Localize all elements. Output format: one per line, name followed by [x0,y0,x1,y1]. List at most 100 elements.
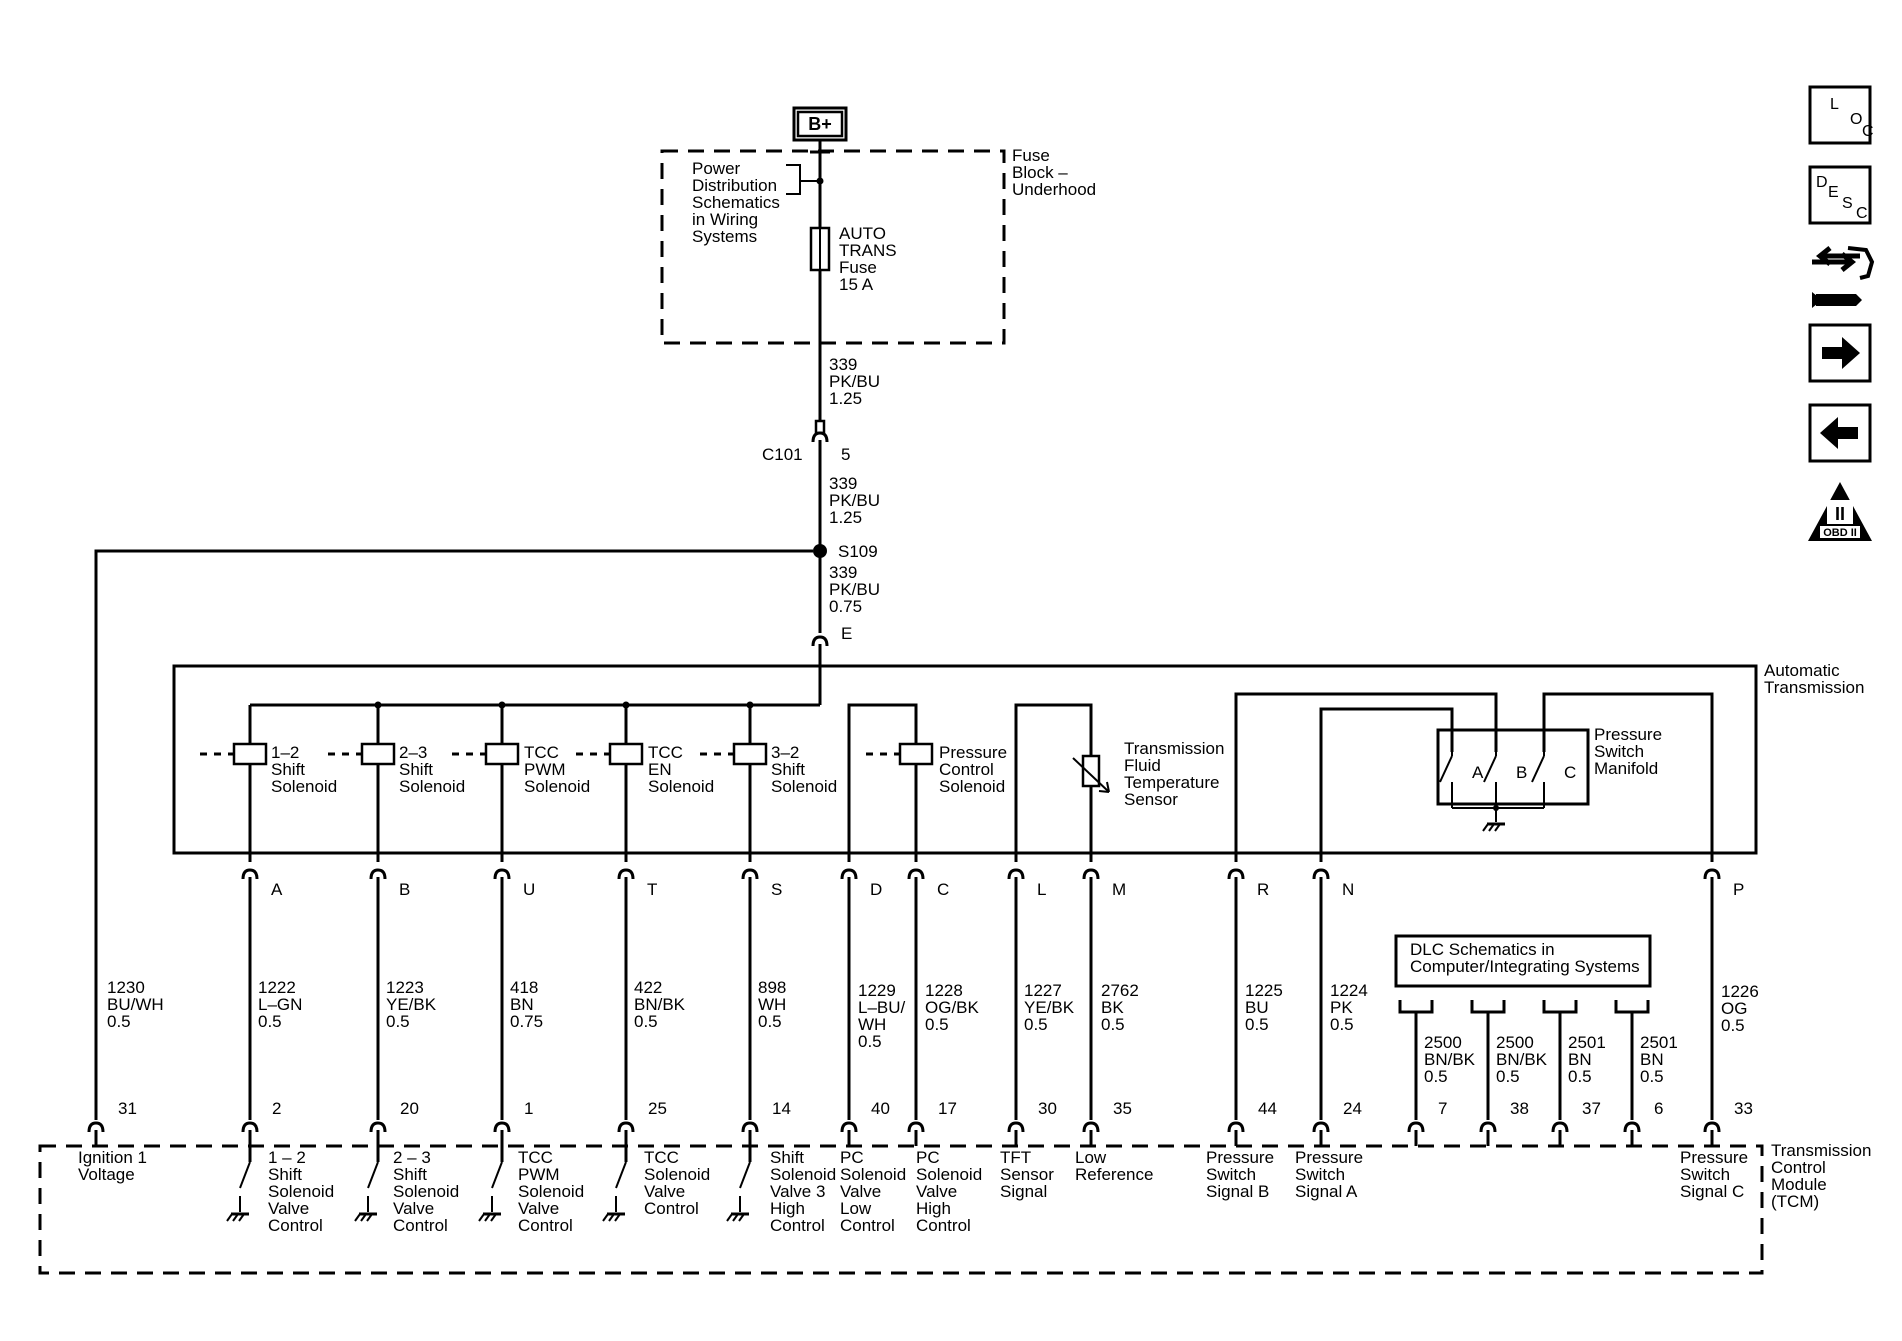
tcm-outline [38,1144,1764,1275]
next-arrow-icon[interactable] [1808,323,1872,383]
tcm-circuit-label: Solenoid [393,1182,459,1201]
obd-inner [1827,500,1853,524]
tcm-circuit-label: Sensor [1000,1165,1054,1184]
tcm-circuit-label: Valve [916,1182,957,1201]
tcm-label: Transmission [1771,1141,1871,1160]
circuit-wire-label: 0.5 [1330,1015,1354,1034]
connector-symbol [907,868,925,880]
hand-glyph [1847,246,1875,280]
wire-label: 339 [829,474,857,493]
automatic-transmission-label: Transmission [1764,678,1864,697]
circuit-wire-label: OG/BK [925,998,980,1017]
solenoid-symbol [732,742,768,766]
thermistor-arrow [1098,781,1110,793]
transmission-pin-label: N [1342,880,1354,899]
circuit-wire-label: 0.5 [258,1012,282,1031]
connector-symbol [840,868,858,880]
connector-symbol [1703,1121,1721,1133]
ground-hatch [608,1213,615,1222]
tcm-driver-switch [239,1161,251,1189]
tcm-pin-label: 37 [1582,1099,1601,1118]
loc-icon-glyph: C [1862,123,1874,140]
pressure-switch-manifold-box [1436,728,1590,806]
fuse-block-label: Underhood [1012,180,1096,199]
circuit-wire-label: 0.5 [858,1032,882,1051]
tcm-pin-label: 17 [938,1099,957,1118]
tcm-circuit-label: Voltage [78,1165,135,1184]
tcm-circuit-label: Signal A [1295,1182,1358,1201]
fuse-label: Fuse [839,258,877,277]
transmission-pin-label: P [1733,880,1744,899]
solenoid-label: Shift [399,760,433,779]
circuit-wire-label: 1229 [858,981,896,1000]
solenoid-label: Shift [271,760,305,779]
ground-hatch [738,1213,745,1222]
dlc-connector [1542,1000,1578,1014]
solenoid-label: EN [648,760,672,779]
connector-symbol [1007,868,1025,880]
circuit-wire-label: 0.5 [758,1012,782,1031]
ground-hatch [1494,823,1501,832]
power-distribution-label: in Wiring [692,210,758,229]
tcm-circuit-label: Switch [1295,1165,1345,1184]
ground-hatch [484,1213,491,1222]
wire-label: PK/BU [829,491,880,510]
transmission-pin-label: U [523,880,535,899]
tcm-circuit-label: Solenoid [840,1165,906,1184]
dlc-wire-label: BN [1568,1050,1592,1069]
tcm-pin-label: 31 [118,1099,137,1118]
loc-icon-glyph: L [1830,96,1839,113]
circuit-wire-label: 0.75 [510,1012,543,1031]
fuse-block-label: Fuse [1012,146,1050,165]
desc-icon-glyph: E [1828,184,1839,201]
tcm-pin-label: 20 [400,1099,419,1118]
power-distribution-label: Power [692,159,741,178]
connector-symbol [811,431,829,443]
circuit-wire-label: 0.5 [107,1012,131,1031]
tcm-circuit-label: Signal [1000,1182,1047,1201]
tft-sensor-label: Sensor [1124,790,1178,809]
fuse-label: AUTO [839,224,886,243]
transmission-pin-label: M [1112,880,1126,899]
solenoid-label: Solenoid [648,777,714,796]
fuse-label: TRANS [839,241,897,260]
pressure-wire-n [1319,707,1454,862]
circuit-wire-label: WH [858,1015,886,1034]
tcm-pin-label: 40 [871,1099,890,1118]
tcm-driver-switch [615,1161,627,1189]
tcm-pin-label: 24 [1343,1099,1362,1118]
tcm-pin-label: 6 [1654,1099,1663,1118]
tcm-pin-label: 2 [272,1099,281,1118]
circuit-wire-label: 422 [634,978,662,997]
solenoid-label: Solenoid [271,777,337,796]
solenoid-label: Shift [771,760,805,779]
tcm-circuit-label: Signal C [1680,1182,1744,1201]
pressure-wire-p [1542,692,1714,862]
connector-symbol [1227,868,1245,880]
tcm-circuit-label: Reference [1075,1165,1153,1184]
pressure-switch-b: B [1516,763,1527,782]
solenoid-label: 1–2 [271,743,299,762]
previous-arrow-icon[interactable] [1808,403,1872,463]
dlc-wire-label: 2501 [1568,1033,1606,1052]
ground-hatch [1488,823,1495,832]
solenoid-label: TCC [524,743,559,762]
fuse-block-outline [660,149,1006,345]
circuit-wire-label: 0.5 [1101,1015,1125,1034]
battery-source-label: B+ [808,114,832,134]
tcm-circuit-label: PWM [518,1165,560,1184]
solenoid-label: 3–2 [771,743,799,762]
tcm-circuit-label: Switch [1206,1165,1256,1184]
connector-symbol [1623,1121,1641,1133]
diagnostic-tool-icon[interactable] [1812,246,1875,308]
tcm-circuit-label: Control [916,1216,971,1235]
tcm-pin-label: 1 [524,1099,533,1118]
loc-icon[interactable]: LOC [1808,85,1874,145]
tcm-pin-label: 44 [1258,1099,1277,1118]
solenoid-label: Control [939,760,994,779]
prev-arrow-glyph [1820,417,1858,449]
wire-label: 339 [829,563,857,582]
dlc-wire-label: BN/BK [1424,1050,1476,1069]
